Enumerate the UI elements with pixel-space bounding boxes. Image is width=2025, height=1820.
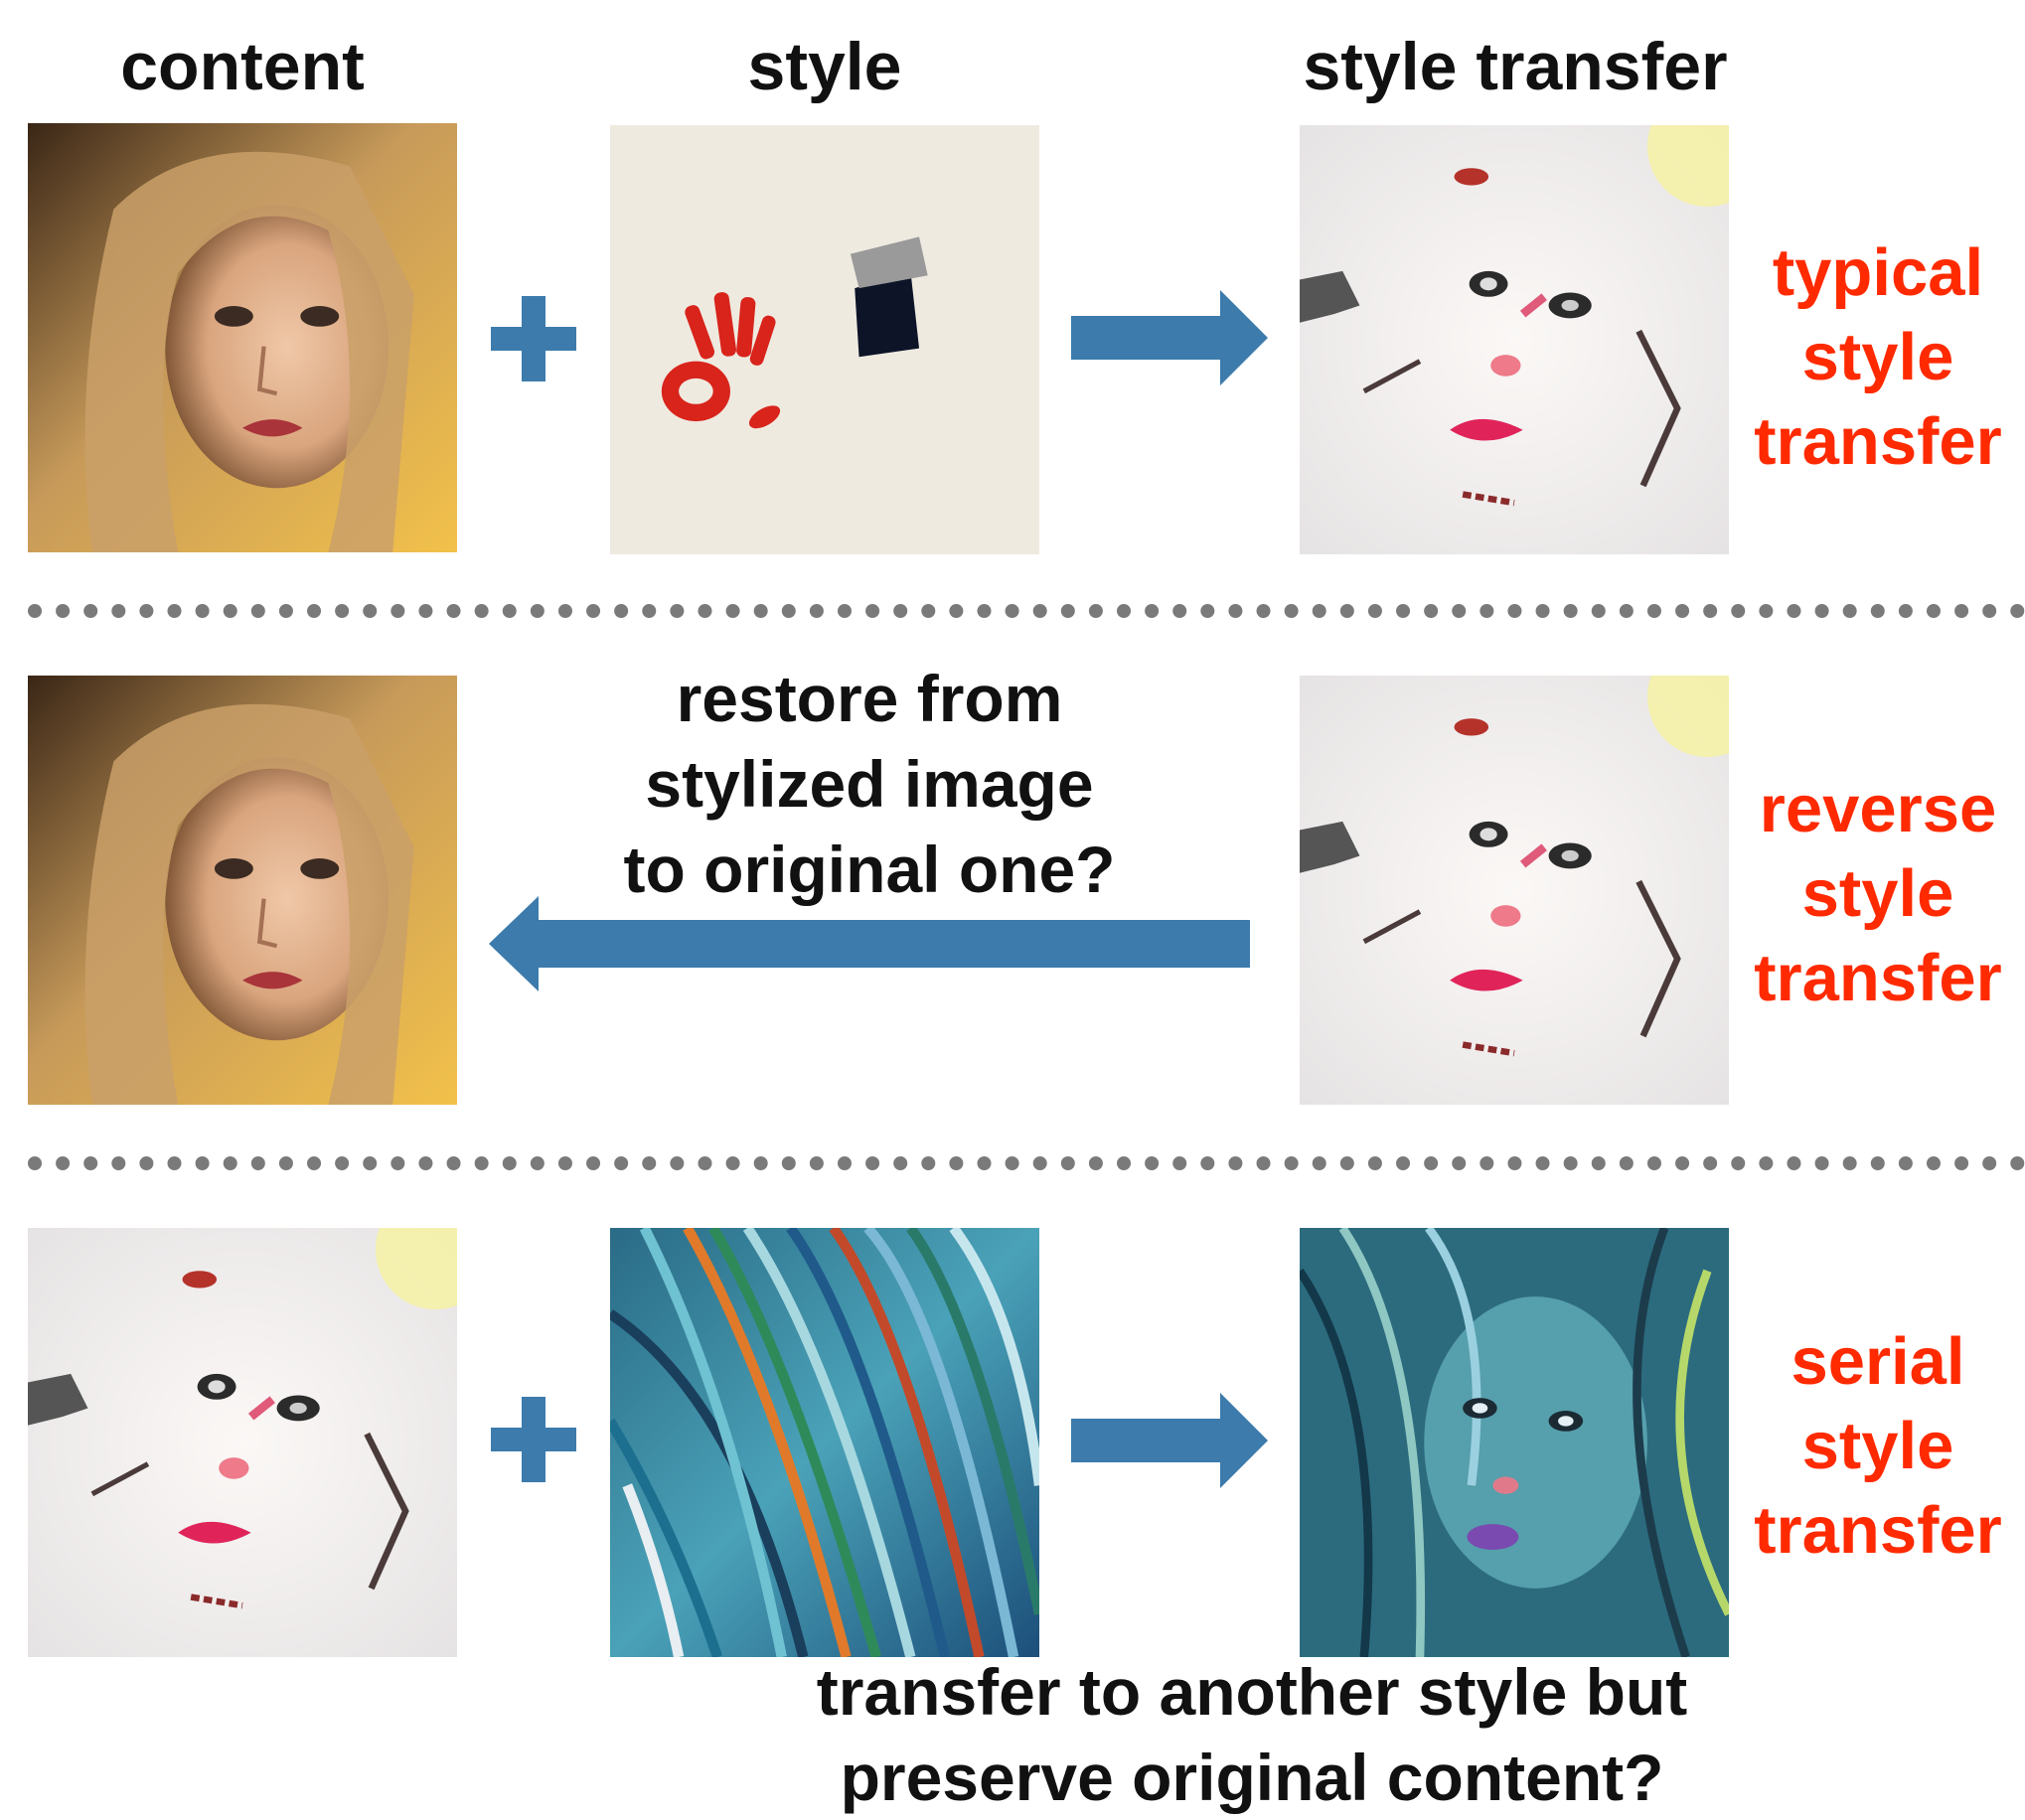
label-serial-style-transfer: serial style transfer: [1729, 1319, 2025, 1573]
question-line: stylized image: [645, 747, 1094, 821]
serial-question: transfer to another style but preserve o…: [735, 1649, 1769, 1820]
content-photo: [28, 123, 457, 552]
plus-icon: [489, 294, 578, 383]
reverse-question: restore from stylized image to original …: [556, 656, 1182, 912]
label-line: style: [1801, 856, 1954, 931]
question-line: to original one?: [623, 833, 1116, 906]
label-typical-style-transfer: typical style transfer: [1729, 230, 2025, 484]
row-divider: [28, 604, 2025, 618]
style-handprint-image: [610, 125, 1039, 554]
question-line: preserve original content?: [840, 1741, 1664, 1814]
label-reverse-style-transfer: reverse style transfer: [1729, 767, 2025, 1020]
label-line: style: [1801, 320, 1954, 394]
style-painting-image: [610, 1228, 1039, 1657]
header-content: content: [120, 29, 365, 104]
stylized-result-image: [1300, 125, 1729, 554]
label-line: transfer: [1754, 1493, 2002, 1568]
serial-transfer-result-image: [1300, 1228, 1729, 1657]
label-line: transfer: [1754, 941, 2002, 1015]
label-line: transfer: [1754, 404, 2002, 479]
arrow-left-icon: [487, 894, 1252, 993]
arrow-right-icon: [1071, 1391, 1270, 1490]
header-style: style: [747, 29, 902, 104]
label-line: reverse: [1759, 772, 1997, 846]
row-divider: [28, 1156, 2025, 1170]
label-line: typical: [1772, 235, 1984, 310]
header-style-transfer: style transfer: [1303, 29, 1728, 104]
stylized-content-image: [28, 1228, 457, 1657]
restored-content-photo: [28, 676, 457, 1105]
label-line: serial: [1791, 1324, 1965, 1399]
label-line: style: [1801, 1409, 1954, 1483]
stylized-input-image: [1300, 676, 1729, 1105]
question-line: transfer to another style but: [816, 1655, 1688, 1729]
question-line: restore from: [676, 662, 1063, 735]
plus-icon: [489, 1395, 578, 1484]
arrow-right-icon: [1071, 288, 1270, 387]
